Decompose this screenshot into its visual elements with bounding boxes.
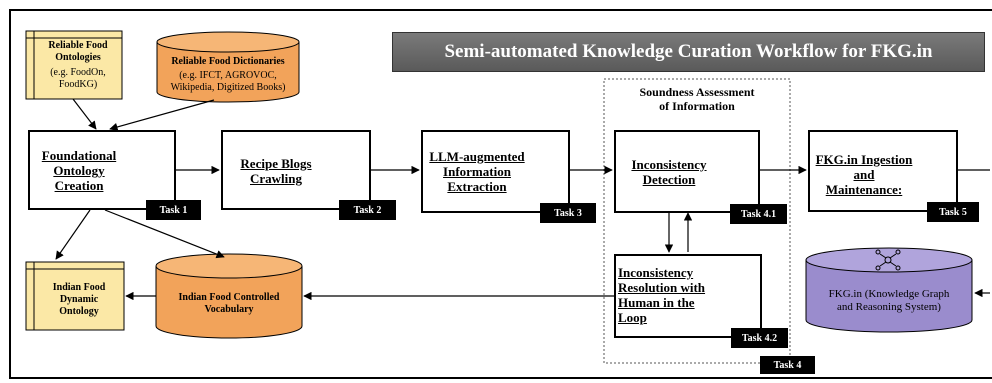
- task4-badge: Task 4: [760, 356, 815, 374]
- task41-box: [614, 130, 760, 213]
- diagram-title: Semi-automated Knowledge Curation Workfl…: [392, 32, 985, 72]
- ontologies-source-detail: (e.g. FoodOn, FoodKG): [50, 67, 106, 90]
- soundness-title-line2: of Information: [659, 99, 735, 113]
- soundness-title: Soundness Assessment of Information: [606, 85, 788, 113]
- vocabulary-cylinder: [155, 253, 303, 339]
- task2-badge: Task 2: [339, 200, 396, 220]
- task5-badge: Task 5: [927, 202, 979, 222]
- task3-box: [421, 130, 570, 213]
- soundness-region: [603, 78, 791, 364]
- ontologies-source-title: Reliable Food Ontologies: [48, 40, 108, 63]
- task3-badge: Task 3: [540, 203, 596, 223]
- task41-badge: Task 4.1: [730, 204, 787, 224]
- ontologies-source-shape: [25, 30, 123, 100]
- dictionaries-source-detail: (e.g. IFCT, AGROVOC, Wikipedia, Digitize…: [170, 70, 286, 93]
- task1-box: [28, 130, 176, 210]
- task5-box: [808, 130, 958, 212]
- soundness-title-line1: Soundness Assessment: [639, 85, 755, 99]
- task2-box: [221, 130, 371, 210]
- dynamic-ontology-shape: [25, 261, 125, 331]
- task42-badge: Task 4.2: [731, 328, 788, 348]
- dictionaries-source-cylinder: [156, 31, 300, 103]
- dictionaries-source-title: Reliable Food Dictionaries: [171, 56, 285, 67]
- task1-badge: Task 1: [146, 200, 201, 220]
- fkg-cylinder: [805, 247, 973, 333]
- flow-arrows: [55, 98, 990, 301]
- diagram-frame: [9, 9, 992, 379]
- fkg-network-icon: [875, 249, 901, 271]
- task42-box: [614, 254, 762, 338]
